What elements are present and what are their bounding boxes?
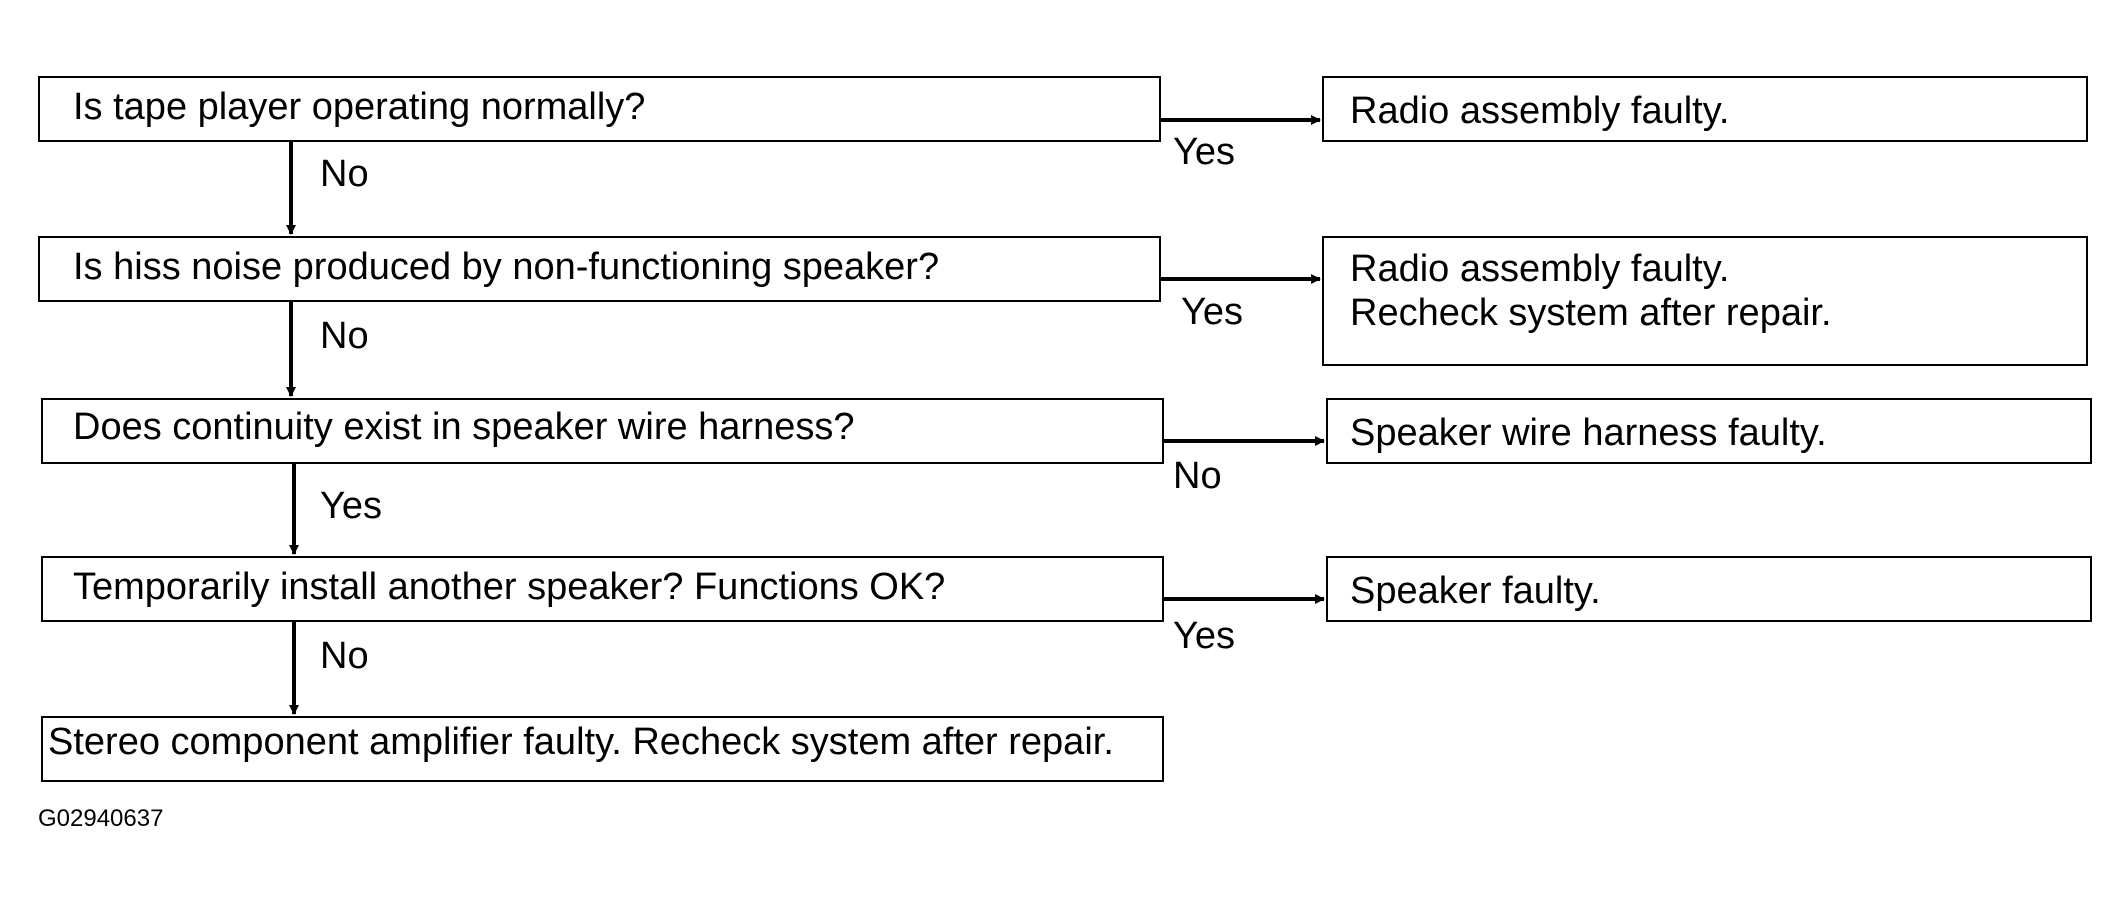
question-box-1: Is tape player operating normally? [38,76,1161,142]
down-branch-label-2: No [320,315,369,357]
result-box-2: Radio assembly faulty. Recheck system af… [1322,236,2088,366]
down-branch-label-3: Yes [320,485,382,527]
result-text-1: Radio assembly faulty. [1350,90,1730,132]
final-result-box: Stereo component amplifier faulty. Reche… [41,716,1164,782]
result-text-2a: Radio assembly faulty. [1350,248,1730,290]
question-text-2: Is hiss noise produced by non-functionin… [73,246,940,288]
right-branch-label-2: Yes [1181,291,1243,333]
right-branch-label-3: No [1173,455,1222,497]
question-box-4: Temporarily install another speaker? Fun… [41,556,1164,622]
right-branch-label-4: Yes [1173,615,1235,657]
question-text-3: Does continuity exist in speaker wire ha… [73,406,855,448]
down-branch-label-1: No [320,153,369,195]
result-text-2b: Recheck system after repair. [1350,292,1832,334]
question-text-1: Is tape player operating normally? [73,86,646,128]
result-text-4: Speaker faulty. [1350,570,1601,612]
figure-id: G02940637 [38,805,164,832]
down-branch-label-4: No [320,635,369,677]
final-result-text: Stereo component amplifier faulty. Reche… [48,721,1114,763]
result-box-4: Speaker faulty. [1326,556,2092,622]
result-text-3: Speaker wire harness faulty. [1350,412,1827,454]
question-box-3: Does continuity exist in speaker wire ha… [41,398,1164,464]
question-box-2: Is hiss noise produced by non-functionin… [38,236,1161,302]
result-box-1: Radio assembly faulty. [1322,76,2088,142]
result-box-3: Speaker wire harness faulty. [1326,398,2092,464]
right-branch-label-1: Yes [1173,131,1235,173]
question-text-4: Temporarily install another speaker? Fun… [73,566,946,608]
